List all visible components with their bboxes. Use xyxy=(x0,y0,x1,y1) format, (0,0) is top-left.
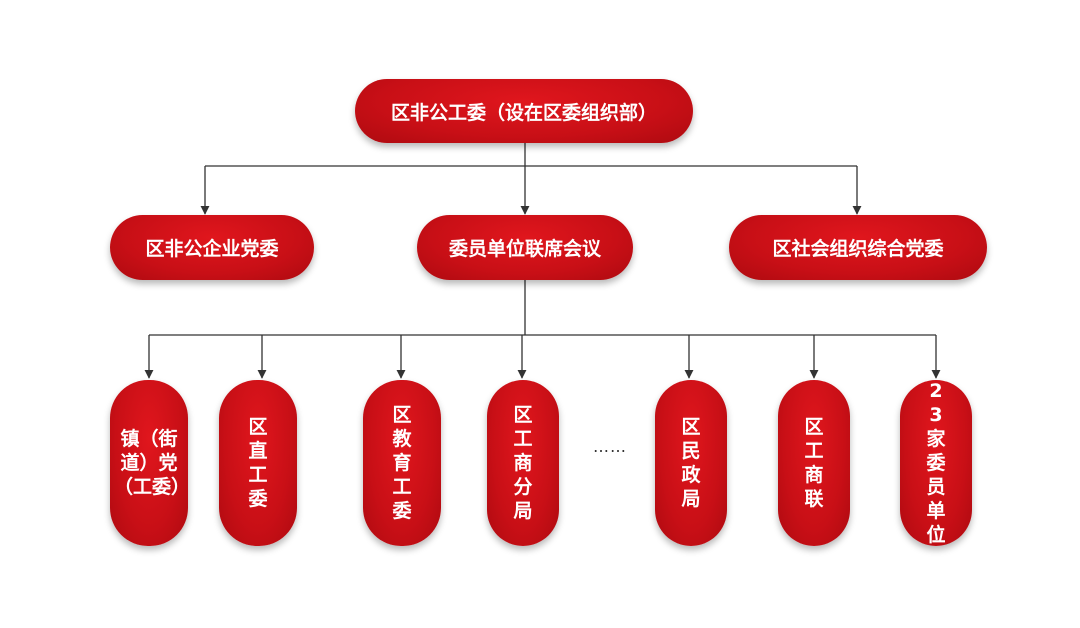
node-label: 23家委员单位 xyxy=(926,380,946,546)
node-label: 区社会组织综合党委 xyxy=(772,238,944,260)
node-label: 区教育工委 xyxy=(392,404,412,522)
node-label: 区直工委 xyxy=(248,416,268,510)
node-label: 区工商分局 xyxy=(513,404,533,522)
node-top-label: 区非公工委（设在区委组织部） xyxy=(390,101,657,124)
node-qu-gong-shang-lian: 区工商联 xyxy=(778,380,850,546)
node-qu-zhi-gong-wei: 区直工委 xyxy=(219,380,297,546)
node-qu-gong-shang-fen-ju: 区工商分局 xyxy=(487,380,559,546)
node-wei-yuan-dan-wei-lian-xi-hui-yi: 委员单位联席会议 xyxy=(417,215,633,280)
node-label: 委员单位联席会议 xyxy=(448,238,601,260)
node-label: 区非公企业党委 xyxy=(145,238,279,260)
ellipsis-more-units: …… xyxy=(593,437,627,456)
node-qu-jiao-yu-gong-wei: 区教育工委 xyxy=(363,380,441,546)
node-label: 区工商联 xyxy=(804,416,824,510)
node-zhen-jie-dao-dang-gong-wei: 镇（街道）党（工委） xyxy=(110,380,191,546)
node-top: 区非公工委（设在区委组织部） xyxy=(355,79,693,143)
node-qu-min-zheng-ju: 区民政局 xyxy=(655,380,727,546)
node-label: 区民政局 xyxy=(681,416,701,510)
node-she-hui-zu-zhi-zong-he-dang-wei: 区社会组织综合党委 xyxy=(729,215,987,280)
node-23-jia-wei-yuan-dan-wei: 23家委员单位 xyxy=(900,380,972,546)
node-label: 镇（街道）党（工委） xyxy=(114,428,191,498)
node-fei-gong-qi-ye-dang-wei: 区非公企业党委 xyxy=(110,215,314,280)
